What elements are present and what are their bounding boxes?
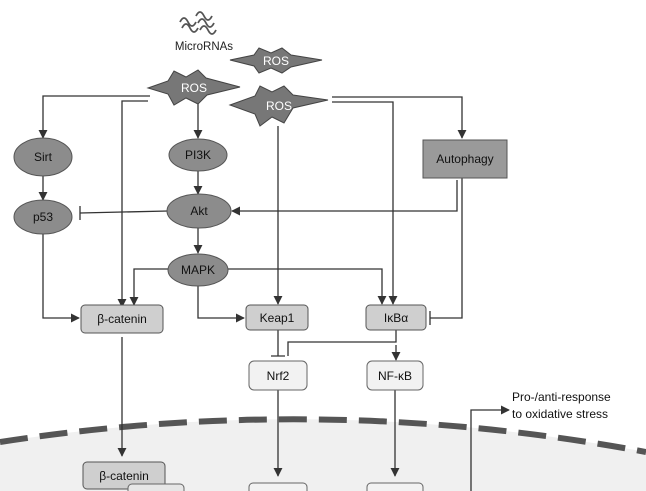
node-nfkb-nuclear-partial — [366, 482, 424, 491]
node-beta-catenin-nuclear — [82, 461, 166, 490]
node-p53 — [13, 199, 73, 235]
node-beta-catenin — [80, 304, 164, 334]
ros-label-center: ROS — [266, 99, 292, 113]
response-label-line2: to oxidative stress — [512, 407, 608, 421]
microrna-icon — [179, 11, 217, 35]
response-label-line1: Pro-/anti-response — [512, 390, 611, 404]
inhibit-akt-to-p53 — [79, 206, 169, 220]
node-akt-label: Akt — [190, 204, 208, 218]
arrow-ros-to-autophagy — [332, 96, 467, 139]
arrow-response-output — [470, 405, 510, 491]
arrow-ros-to-sirt — [38, 95, 150, 139]
node-ikba-label: IκBα — [384, 311, 408, 325]
node-ikba — [365, 304, 427, 331]
node-nfkb — [366, 360, 424, 391]
arrow-ros-to-beta-catenin — [117, 100, 148, 308]
arrow-ros-to-ikba — [332, 101, 398, 305]
arrow-p53-to-beta-catenin — [42, 234, 80, 323]
inhibit-ikba-to-nrf2 — [287, 330, 397, 356]
node-p53-label: p53 — [33, 210, 53, 224]
microrna-label: MicroRNAs — [175, 41, 233, 53]
arrow-mapk-to-ikba — [228, 268, 387, 305]
ros-star-top — [229, 47, 323, 74]
inhibit-keap1-to-nrf2 — [271, 330, 285, 357]
node-sirt — [13, 137, 73, 177]
node-keap1-label: Keap1 — [260, 311, 295, 325]
node-behind-beta-catenin-nuclear — [127, 483, 185, 491]
inhibit-autophagy-to-ikba — [429, 178, 463, 325]
ros-star-left — [146, 69, 241, 106]
ros-label-left: ROS — [181, 81, 207, 95]
node-keap1 — [245, 304, 309, 331]
node-nrf2-nuclear-partial — [248, 482, 308, 491]
arrow-mapk-to-keap1 — [197, 286, 245, 323]
ros-star-center — [228, 85, 329, 127]
node-nfkb-label: NF-κB — [378, 369, 412, 383]
node-mapk-label: MAPK — [181, 263, 215, 277]
node-mapk — [167, 253, 229, 287]
node-nrf2-label: Nrf2 — [267, 369, 290, 383]
node-beta-catenin-nuclear-label: β-catenin — [99, 469, 149, 483]
node-autophagy-label: Autophagy — [436, 152, 493, 166]
node-beta-catenin-label: β-catenin — [97, 312, 147, 326]
nuclear-membrane — [0, 416, 646, 455]
node-sirt-label: Sirt — [34, 150, 53, 164]
node-pi3k — [168, 138, 228, 172]
node-pi3k-label: PI3K — [185, 148, 211, 162]
node-autophagy — [422, 139, 508, 179]
node-nrf2 — [248, 360, 308, 391]
ros-label-top: ROS — [263, 54, 289, 68]
arrow-autophagy-to-akt — [231, 180, 458, 216]
arrow-mapk-to-beta-catenin — [129, 268, 168, 306]
node-akt — [166, 193, 232, 229]
connections — [38, 95, 510, 491]
